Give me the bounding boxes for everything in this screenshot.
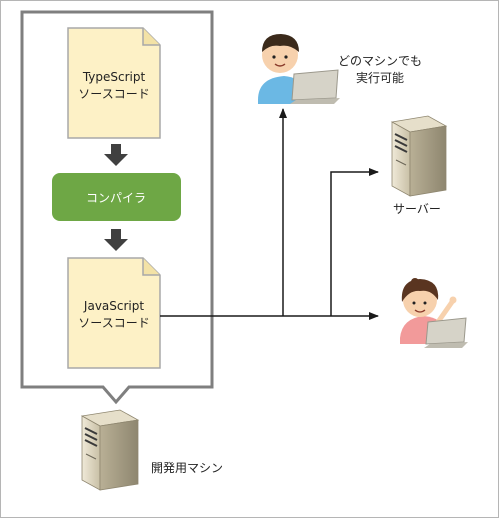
person-laptop-boy-icon: [258, 34, 340, 104]
server-label: サーバー: [393, 202, 441, 216]
javascript-doc-line1: JavaScript: [83, 299, 144, 313]
typescript-doc-line1: TypeScript: [82, 70, 146, 84]
typescript-document: TypeScript ソースコード: [67, 27, 161, 139]
arrow-to-server: [330, 168, 379, 316]
down-arrow-2: [104, 229, 128, 251]
compiler-label: コンパイラ: [86, 191, 146, 205]
person-laptop-girl-icon: [400, 278, 468, 348]
javascript-document: JavaScript ソースコード: [67, 257, 161, 369]
javascript-doc-line2: ソースコード: [78, 316, 149, 330]
compiler-box: コンパイラ: [52, 173, 181, 221]
any-machine-line2: 実行可能: [356, 70, 404, 85]
dev-machine-label: 開発用マシン: [151, 461, 223, 475]
dev-server-icon: [80, 409, 140, 491]
distribution-arrows: [160, 108, 379, 320]
server-icon: [390, 115, 448, 197]
any-machine-line1: どのマシンでも: [338, 54, 422, 68]
typescript-doc-line2: ソースコード: [78, 87, 149, 101]
down-arrow-1: [104, 144, 128, 166]
